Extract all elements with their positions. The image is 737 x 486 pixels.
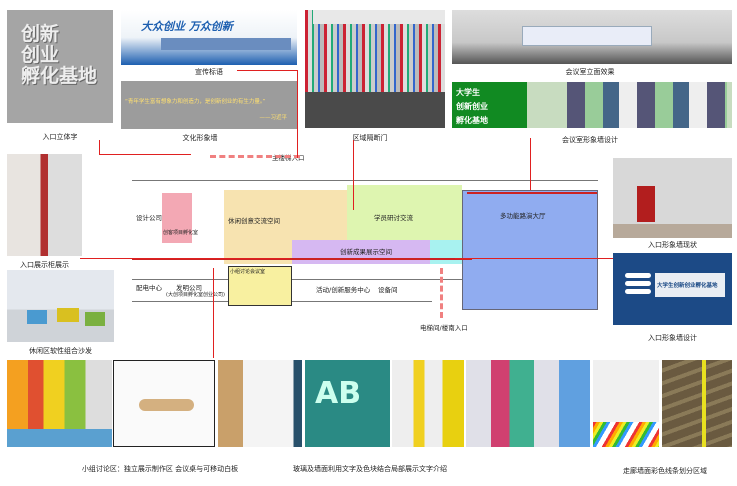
- slogan-banner-photo: 大众创业 万众创新: [121, 10, 297, 65]
- room-group: 小组讨论会议室: [230, 269, 266, 275]
- partition-door-caption: 区域隔断门: [352, 134, 388, 142]
- room-invention: 发明公司: [176, 284, 202, 292]
- room-invention-sub: (大创项目孵化室创业公司): [166, 292, 225, 298]
- lounge-sofa-photo: [7, 270, 114, 342]
- entrance-main-label: 主楼梯入口: [272, 154, 305, 162]
- entrance-wall-title: 大学生创新创业孵化基地: [657, 283, 718, 289]
- partition-door-photo: [305, 10, 445, 128]
- glass-text-photo-1: AB: [305, 360, 390, 447]
- corridor-photo-1: [593, 360, 659, 447]
- glass-text-photo-3: [466, 360, 590, 447]
- meeting-wall-photo: 大学生 创新创业 孵化基地: [452, 82, 732, 128]
- culture-wall-caption: 文化形象墙: [182, 134, 218, 142]
- quote-author: ——习近平: [259, 115, 287, 121]
- room-roadshow: 多功能路演大厅: [500, 212, 546, 220]
- corridor-photo-2: [662, 360, 732, 447]
- room-lounge: 休闲创意交流空间: [228, 217, 280, 225]
- room-service: 活动/创新服务中心: [316, 286, 371, 294]
- entrance-wall-design-photo: 大学生创新创业孵化基地: [613, 253, 732, 325]
- entrance-south-label: 电梯间/楼南入口: [420, 324, 468, 332]
- meeting-wall-line: 大学生: [456, 88, 480, 97]
- meeting-wall-line: 创新创业: [456, 102, 488, 111]
- entrance-wall-current-caption: 入口形象墙现状: [648, 241, 697, 249]
- lounge-sofa-caption: 休闲区软性组合沙发: [29, 347, 92, 355]
- group-area-photo-2: [113, 360, 215, 447]
- glass-text-photo-2: [392, 360, 464, 447]
- group-area-photo-1: [7, 360, 112, 447]
- slogan-text: 大众创业 万众创新: [141, 20, 233, 33]
- room-showcase: 创新成果展示空间: [340, 248, 392, 256]
- seminar-zone: [347, 185, 462, 240]
- quote-text: “青年学生富有想象力和创造力，是创新创业的有生力量。”: [125, 99, 266, 105]
- showcase-zone: [292, 240, 432, 264]
- slogan-banner-caption: 宣传标语: [195, 68, 223, 76]
- meeting-wall-line: 孵化基地: [456, 116, 488, 125]
- room-incubation: 创客项目孵化室: [163, 230, 199, 236]
- 3d-text-line: 创业: [21, 44, 60, 66]
- meeting-wall-caption: 会议室形象墙设计: [562, 136, 618, 144]
- entrance-wall-current-photo: [613, 158, 732, 238]
- bottom-caption-left: 小组讨论区：独立展示制作区 会议桌与可移动白板: [81, 465, 239, 473]
- entrance-main-arrow: [210, 155, 300, 158]
- bottom-caption-middle: 玻璃及墙面利用文字及色块结合局部展示文字介绍: [293, 465, 447, 473]
- group-room-zone: [228, 266, 292, 306]
- 3d-text-line: 孵化基地: [21, 65, 98, 87]
- floor-plan: 设计公司 创客项目孵化室 休闲创意交流空间 学员研讨交流 多功能路演大厅 创新成…: [132, 180, 602, 330]
- group-area-photo-3: [218, 360, 302, 447]
- culture-wall-photo: “青年学生富有想象力和创造力，是创新创业的有生力量。” ——习近平: [121, 81, 297, 129]
- entrance-3d-text-photo: 创新 创业 孵化基地: [7, 10, 113, 123]
- entrance-showcase-photo: [7, 154, 82, 256]
- meeting-facade-photo: [452, 10, 732, 64]
- room-design-company: 设计公司: [136, 214, 162, 222]
- incubation-zone: [162, 193, 192, 243]
- 3d-text-line: 创新: [21, 23, 60, 45]
- roadshow-zone: [462, 190, 598, 310]
- entrance-3d-text-caption: 入口立体字: [42, 133, 78, 141]
- room-control: 配电中心: [136, 284, 162, 292]
- entrance-wall-design-caption: 入口形象墙设计: [648, 334, 697, 342]
- meeting-facade-caption: 会议室立面效果: [565, 68, 615, 76]
- entrance-south-arrow: [440, 268, 443, 318]
- entrance-showcase-caption: 入口展示柜展示: [20, 261, 69, 269]
- room-seminar: 学员研讨交流: [374, 214, 413, 222]
- cyan-zone: [430, 240, 462, 264]
- bottom-caption-right: 走廊墙面彩色线条划分区域: [623, 467, 707, 475]
- room-storage: 设备间: [378, 286, 398, 294]
